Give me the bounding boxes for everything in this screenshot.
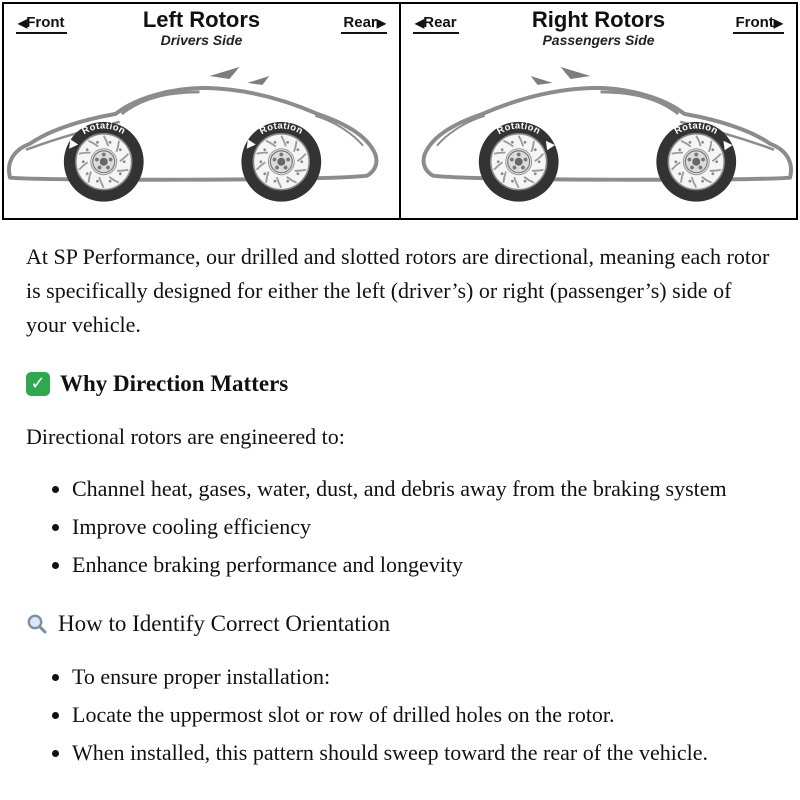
- panel-subtitle: Drivers Side: [160, 32, 243, 48]
- direction-benefits-list: Channel heat, gases, water, dust, and de…: [26, 472, 770, 582]
- svg-text:Rotation: Rotation: [80, 120, 127, 137]
- rotation-label: Rotation: [69, 120, 127, 149]
- front-rotor: [668, 134, 724, 190]
- green-checkmark-icon: [26, 371, 50, 396]
- section-heading-identify-orientation: How to Identify Correct Orientation: [26, 606, 770, 642]
- rotation-arrow-icon: [69, 139, 79, 149]
- list-item: Enhance braking performance and longevit…: [72, 548, 770, 582]
- panel-subtitle: Passengers Side: [542, 32, 655, 48]
- rear-rotor: [491, 134, 547, 190]
- right-car-illustration: Rotation Rotation: [421, 64, 794, 204]
- right-panel-header: ◀Rear Right Rotors Passengers Side Front…: [401, 8, 796, 58]
- list-item: Channel heat, gases, water, dust, and de…: [72, 472, 770, 506]
- front-direction-label: ◀Front: [16, 14, 67, 34]
- front-rotor: [76, 134, 132, 190]
- rotation-arrow-icon: [246, 139, 256, 149]
- rear-direction-label: ◀Rear: [413, 14, 459, 34]
- list-item: Improve cooling efficiency: [72, 510, 770, 544]
- left-rotors-panel: ◀Front Left Rotors Drivers Side Rear▶ Ro…: [4, 4, 399, 218]
- section-heading-why-direction-matters: Why Direction Matters: [26, 366, 770, 402]
- rear-rotor: [253, 134, 309, 190]
- front-direction-label: Front▶: [733, 14, 784, 34]
- list-item: When installed, this pattern should swee…: [72, 736, 770, 770]
- list-item: Locate the uppermost slot or row of dril…: [72, 698, 770, 732]
- orientation-steps-list: To ensure proper installation: Locate th…: [26, 660, 770, 770]
- arrow-right-icon: ▶: [773, 16, 783, 30]
- intro-paragraph: At SP Performance, our drilled and slott…: [26, 243, 770, 337]
- arrow-right-icon: ▶: [376, 16, 386, 30]
- section-heading-text: Why Direction Matters: [60, 370, 289, 396]
- panel-title: Left Rotors: [142, 7, 261, 32]
- svg-text:Rotation: Rotation: [495, 120, 542, 137]
- rotation-arrow-icon: [723, 140, 733, 151]
- left-car-illustration: Rotation Rotation: [6, 64, 379, 204]
- list-item: To ensure proper installation:: [72, 660, 770, 694]
- rear-direction-label: Rear▶: [341, 14, 387, 34]
- right-rotors-panel: ◀Rear Right Rotors Passengers Side Front…: [399, 4, 796, 218]
- article-body: At SP Performance, our drilled and slott…: [0, 222, 800, 800]
- magnifier-icon: [27, 614, 47, 634]
- arrow-left-icon: ◀: [18, 16, 27, 30]
- panel-title: Right Rotors: [531, 7, 666, 32]
- rotation-label: Rotation: [246, 120, 305, 149]
- section-lead: Directional rotors are engineered to:: [26, 423, 345, 449]
- rotation-label: Rotation: [495, 120, 555, 151]
- rotation-label: Rotation: [673, 120, 733, 151]
- rotation-arrow-icon: [545, 140, 555, 151]
- section-heading-text: How to Identify Correct Orientation: [58, 610, 391, 636]
- svg-text:Rotation: Rotation: [258, 120, 305, 137]
- arrow-left-icon: ◀: [415, 16, 424, 30]
- svg-text:Rotation: Rotation: [673, 120, 720, 137]
- left-panel-header: ◀Front Left Rotors Drivers Side Rear▶: [4, 8, 399, 58]
- rotor-direction-diagram: ◀Front Left Rotors Drivers Side Rear▶ Ro…: [2, 2, 798, 220]
